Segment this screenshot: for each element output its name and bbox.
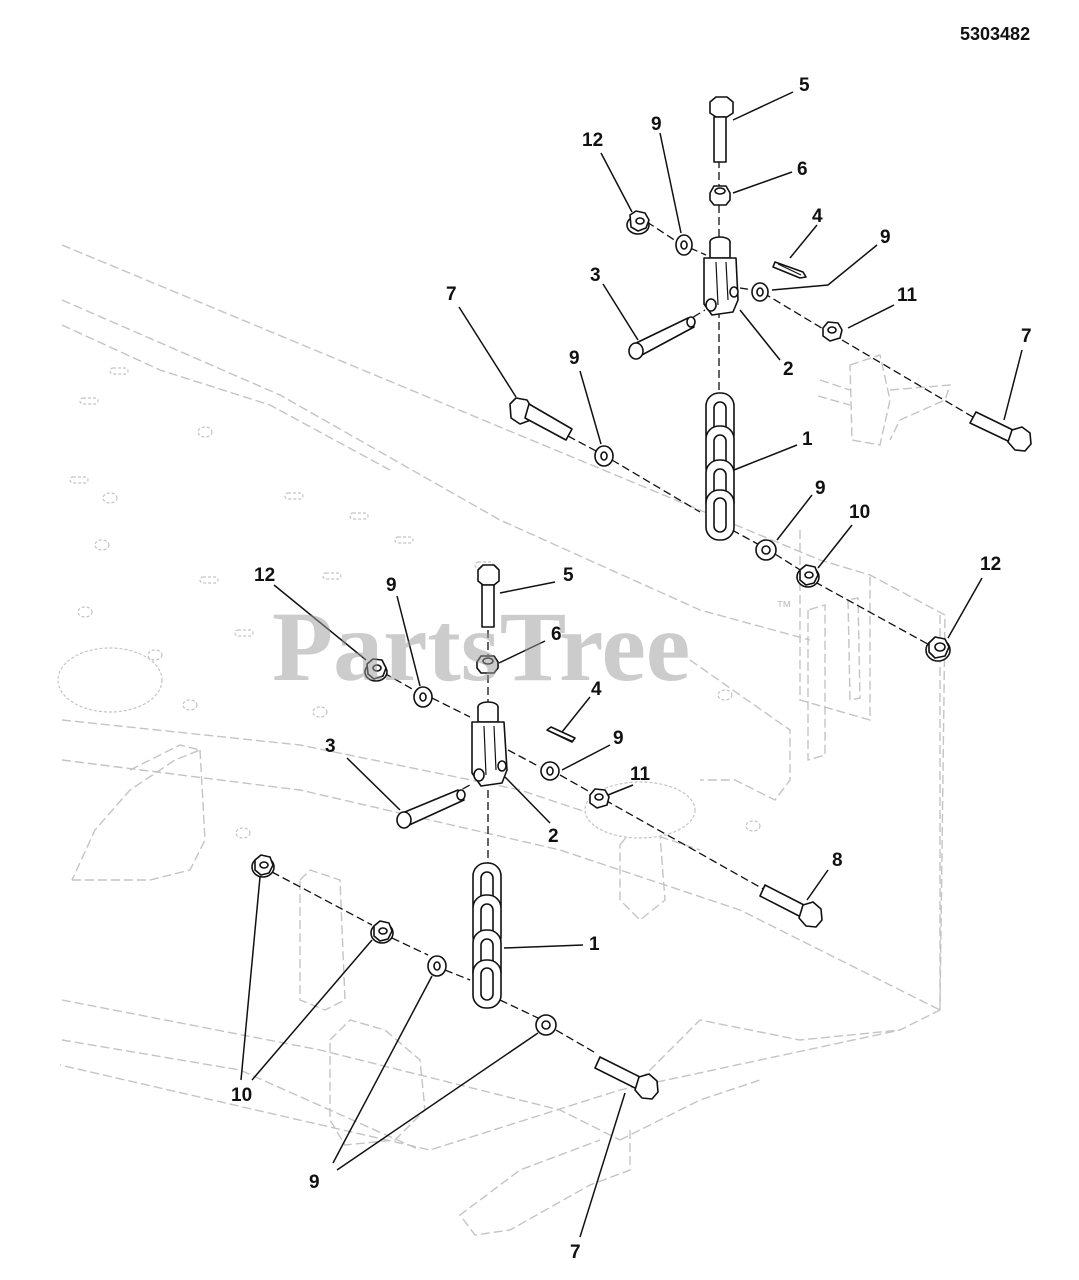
- flat-washer-9: [751, 282, 769, 302]
- callout-9: 9: [309, 1172, 320, 1193]
- callout-12: 12: [980, 554, 1001, 575]
- lower-callouts: 12 9 5 6 4 9 11 3 2 8 1 10 9 7: [231, 565, 843, 1263]
- callout-9: 9: [815, 478, 826, 499]
- hex-bolt-7: [509, 397, 573, 441]
- cotter-pin-4: [772, 261, 807, 279]
- watermark-text: PartsTree: [272, 591, 690, 702]
- callout-12: 12: [582, 130, 603, 151]
- callout-3: 3: [590, 265, 601, 286]
- hex-bolt-5: [709, 96, 734, 163]
- hex-nut-6: [476, 655, 499, 674]
- flat-washer-9: [594, 445, 614, 467]
- hex-nut-6: [709, 185, 731, 206]
- flat-washer-9: [413, 686, 433, 708]
- flat-washer-9: [535, 1014, 557, 1036]
- document-number: 5303482: [960, 24, 1030, 44]
- flange-nut-10: [796, 564, 820, 588]
- callout-9: 9: [386, 575, 397, 596]
- hex-nut-11: [822, 321, 843, 342]
- callout-11: 11: [630, 764, 651, 785]
- callout-9: 9: [651, 114, 662, 135]
- clevis-pin-3: [396, 789, 466, 829]
- callout-10: 10: [231, 1085, 252, 1106]
- callout-4: 4: [812, 206, 823, 227]
- callout-7: 7: [446, 284, 457, 305]
- callout-3: 3: [325, 736, 336, 757]
- chain-1: [472, 862, 502, 1009]
- lower-assembly: [251, 564, 823, 1100]
- hex-nut-11: [589, 788, 610, 809]
- callout-10: 10: [849, 502, 870, 523]
- callout-12: 12: [254, 565, 275, 586]
- callout-4: 4: [591, 679, 602, 700]
- callout-9: 9: [569, 348, 580, 369]
- flange-nut-10: [370, 920, 394, 944]
- callout-5: 5: [799, 75, 810, 96]
- callout-9: 9: [880, 227, 891, 248]
- watermark-trademark: ™: [776, 599, 792, 616]
- hex-bolt-7: [969, 411, 1032, 452]
- flat-washer-9: [540, 761, 560, 781]
- callout-2: 2: [548, 826, 559, 847]
- clevis-pin-3: [628, 316, 696, 360]
- callout-1: 1: [802, 429, 813, 450]
- clevis-2: [471, 701, 508, 787]
- hex-bolt-8: [759, 884, 823, 928]
- callout-8: 8: [832, 850, 843, 871]
- flange-nut-10: [251, 854, 275, 878]
- upper-callouts: 5 6 12 9 4 9 3 11 7 9 2 7 1 9 10 12: [446, 75, 1032, 575]
- callout-2: 2: [783, 359, 794, 380]
- flat-washer-9: [675, 234, 693, 256]
- flat-washer-9: [427, 955, 447, 977]
- callout-1: 1: [589, 934, 600, 955]
- flange-nut-12: [364, 658, 388, 682]
- upper-assembly: [509, 96, 1032, 662]
- leader-lines: [240, 91, 1023, 1238]
- callout-11: 11: [897, 285, 918, 306]
- flange-nut-12: [626, 210, 650, 235]
- callout-9: 9: [613, 728, 624, 749]
- callout-5: 5: [563, 565, 574, 586]
- hex-bolt-5: [477, 564, 500, 628]
- callout-7: 7: [570, 1242, 581, 1263]
- callout-7: 7: [1021, 326, 1032, 347]
- chain-1: [705, 392, 735, 541]
- cotter-pin-4: [546, 726, 576, 743]
- flat-washer-9: [755, 539, 777, 561]
- callout-6: 6: [551, 624, 562, 645]
- hex-bolt-7: [594, 1056, 659, 1100]
- clevis-2: [703, 236, 739, 316]
- flange-nut-12: [925, 636, 951, 662]
- mower-deck-ghost: [57, 244, 951, 1236]
- callout-6: 6: [797, 159, 808, 180]
